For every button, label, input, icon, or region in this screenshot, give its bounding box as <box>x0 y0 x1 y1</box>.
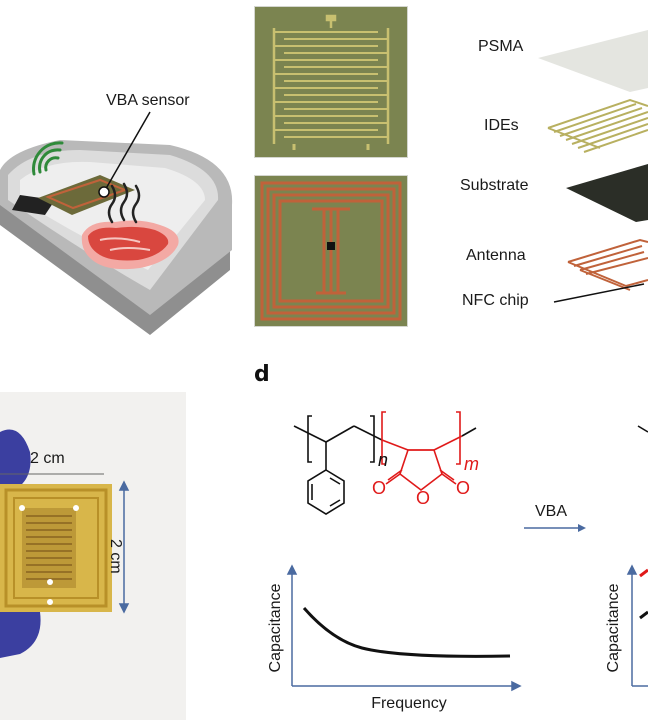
ide-fingers <box>274 31 388 138</box>
right-capacitance-chart: Capacitance <box>605 564 648 687</box>
wireless-signal-icon <box>32 141 64 176</box>
ide-photo <box>253 5 409 159</box>
plot-xlabel: Frequency <box>371 695 447 712</box>
right-plot-ylabel: Capacitance <box>605 583 622 672</box>
photo-ide-fingers <box>26 515 72 580</box>
nfc-chip-mark <box>327 242 335 250</box>
height-label: 2 cm <box>107 539 124 574</box>
sensor-leader-line <box>103 111 151 193</box>
psma-layer <box>538 30 648 92</box>
layer-label-nfc-chip: NFC chip <box>462 292 529 309</box>
maleic-anhydride-unit <box>381 411 463 492</box>
food-container-illustration <box>0 111 233 335</box>
glove-top-icon <box>0 429 31 494</box>
reaction-label: VBA <box>535 503 568 520</box>
svg-text:O: O <box>416 488 430 508</box>
panel-c: PSMA IDEs Substrate Antenna NFC chip <box>430 0 648 340</box>
capacitance-curve <box>302 607 511 658</box>
psma-structure: n m O O O <box>286 404 506 554</box>
steam-icon <box>107 182 141 224</box>
svg-text:O: O <box>372 478 386 498</box>
substrate-layer <box>566 164 648 222</box>
right-structure-fragment <box>637 425 648 433</box>
svg-text:O: O <box>456 478 470 498</box>
container-front-wall <box>0 200 230 335</box>
nfc-leader-line <box>553 283 645 303</box>
meat-icon <box>81 220 179 270</box>
plot-ylabel: Capacitance <box>267 583 284 672</box>
layer-label-substrate: Substrate <box>460 177 529 194</box>
reaction-arrow-icon <box>524 524 586 532</box>
psma-chemical-structure: n m O O O <box>293 411 479 515</box>
panel-b: 2 cm 2 cm <box>0 392 186 720</box>
subscript-m: m <box>464 454 479 474</box>
sensor-pointer-dot <box>98 186 110 198</box>
layer-label-psma: PSMA <box>478 38 524 55</box>
antenna-layer <box>567 238 648 291</box>
antenna-coil-image <box>253 174 409 328</box>
layer-stack-illustration <box>538 30 648 303</box>
layer-label-ides: IDEs <box>484 117 519 134</box>
antenna-photo <box>253 174 409 328</box>
ide-electrode-image <box>253 5 409 159</box>
height-dimension-arrow <box>118 480 130 614</box>
vba-sensor-label: VBA sensor <box>106 92 190 109</box>
capacitance-plot: Capacitance Frequency <box>262 560 527 720</box>
sensor-photo <box>0 392 186 720</box>
ide-layer <box>547 98 648 153</box>
capacitance-frequency-chart: Capacitance Frequency <box>267 564 522 712</box>
layer-label-antenna: Antenna <box>466 247 526 264</box>
right-capacitance-plot: Capacitance <box>600 560 648 720</box>
panel-a: VBA sensor <box>0 0 245 340</box>
subscript-n: n <box>378 450 388 470</box>
width-label: 2 cm <box>30 450 65 467</box>
sensor-antenna <box>45 178 128 210</box>
panel-letter-d: d <box>254 362 270 387</box>
